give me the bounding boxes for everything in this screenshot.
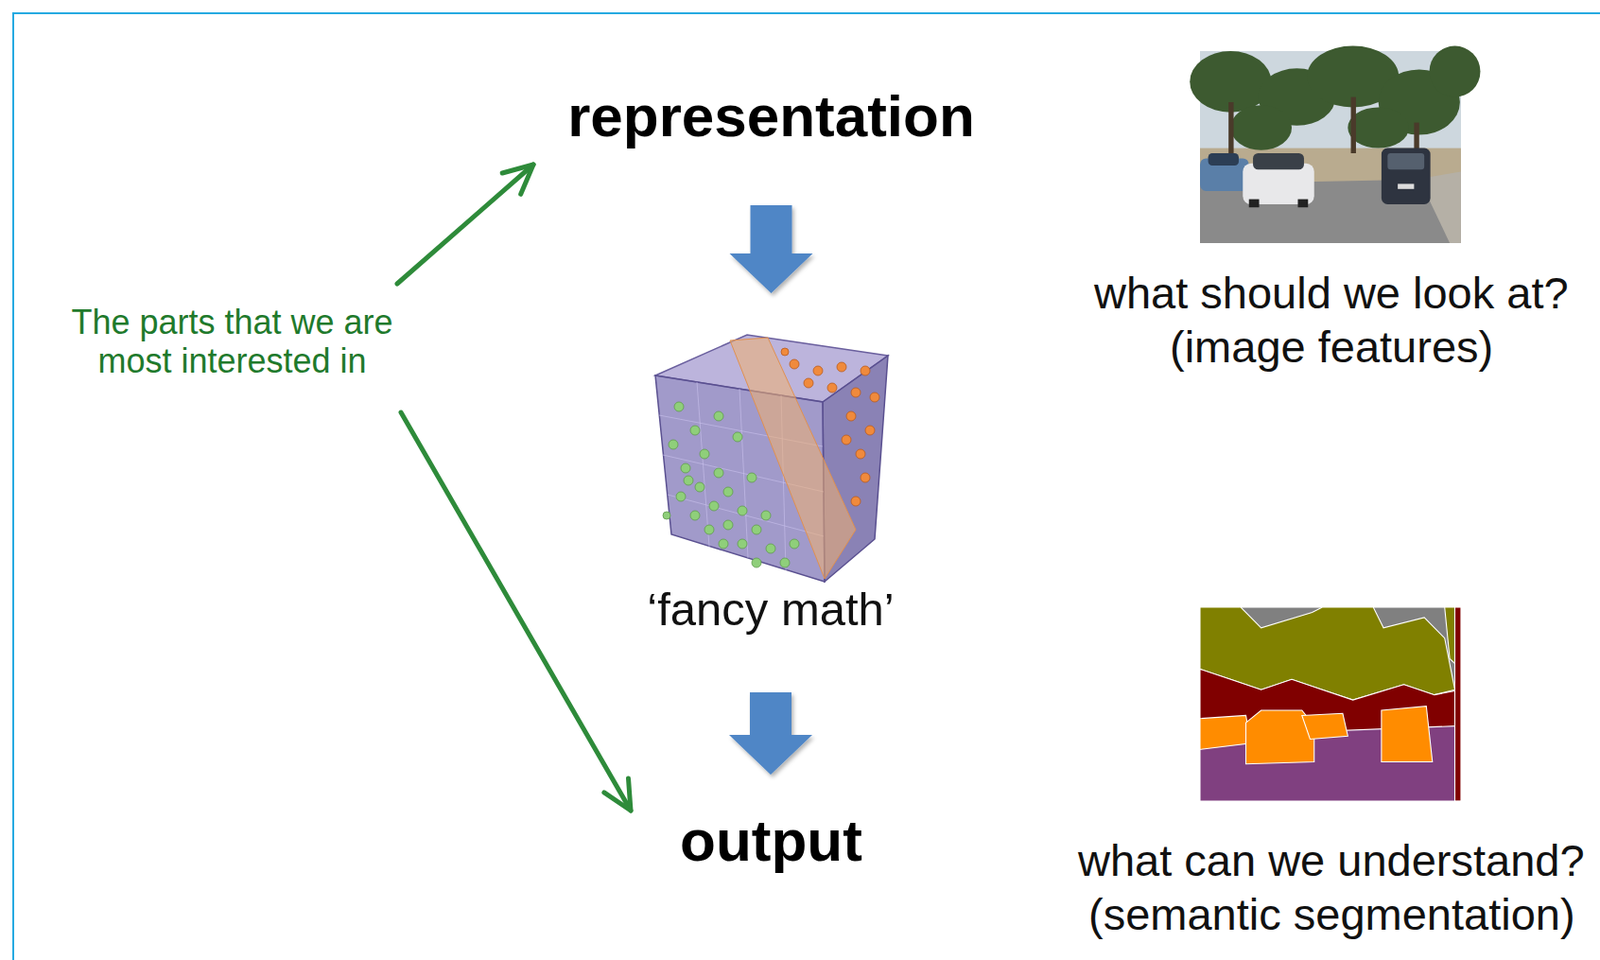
illustration-part (869, 392, 880, 402)
illustration-part (841, 434, 852, 445)
illustration-part (680, 463, 691, 473)
photo-trunks (1228, 97, 1420, 154)
illustration-part (695, 482, 705, 492)
illustration-part (1249, 199, 1260, 209)
seg-car-3 (1302, 713, 1349, 739)
photo-car-white (1242, 153, 1314, 208)
callout-note: The parts that we are most interested in (48, 302, 417, 383)
illustration-part (865, 425, 875, 435)
illustration-part (1208, 153, 1239, 166)
illustration-part (1230, 104, 1292, 151)
illustration-part (751, 557, 762, 568)
illustration-part (1351, 97, 1357, 154)
photo-car-blue (1200, 153, 1250, 192)
illustration-part (851, 496, 861, 506)
slide-frame (13, 13, 1600, 960)
illustration-part (781, 347, 789, 356)
seg-car-4 (1381, 706, 1433, 763)
class-a-points (662, 401, 800, 568)
illustration-part (1387, 153, 1425, 170)
seg-edge (1455, 607, 1461, 801)
caption-text: what should we look at? (1094, 267, 1569, 319)
illustration-part (1297, 199, 1308, 209)
illustration-part (1429, 46, 1481, 98)
feature-cube (655, 334, 888, 582)
separating-plane (730, 337, 856, 579)
illustration-part (1381, 148, 1431, 205)
photo-car-dark (1381, 148, 1431, 205)
illustration-part (668, 439, 679, 450)
block-arrow-shape (729, 692, 813, 775)
illustration-part (676, 491, 686, 502)
illustration-part (765, 543, 776, 554)
block-arrow-shape (730, 205, 814, 294)
illustration-part (789, 539, 800, 549)
callout-arrow (400, 412, 631, 811)
illustration-part (860, 365, 870, 376)
illustration-part (713, 468, 724, 478)
block-arrow (729, 692, 813, 775)
illustration-part (718, 539, 729, 549)
illustration-part (662, 511, 671, 520)
illustration-part (789, 359, 800, 369)
caption-text: (image features) (1169, 321, 1494, 373)
illustration-part (827, 382, 837, 393)
illustration-part (1347, 106, 1409, 148)
street-photo (1189, 46, 1480, 244)
illustration-part (761, 510, 771, 521)
arrow-shaft (397, 164, 534, 284)
node-text: output (678, 806, 865, 874)
illustration-part (723, 486, 733, 497)
illustration-part (860, 472, 870, 483)
illustration-part (747, 472, 757, 483)
illustration-part (704, 524, 714, 535)
arrow-head (604, 778, 631, 811)
caption-text: what can we understand? (1078, 834, 1585, 887)
illustration-part (683, 475, 694, 486)
illustration-part (732, 432, 743, 442)
illustration-part (851, 387, 861, 398)
arrow-head (502, 164, 534, 194)
illustration-part (780, 557, 790, 568)
caption-text: (semantic segmentation) (1088, 888, 1576, 940)
illustration-part (1228, 102, 1234, 154)
illustration-part (813, 365, 823, 376)
illustration-part (855, 449, 866, 459)
seg-car-1 (1200, 714, 1252, 749)
stage-title: representation (565, 82, 977, 153)
block-arrow (730, 205, 814, 294)
seg-sky (1200, 607, 1461, 801)
node-text: representation (565, 82, 977, 150)
illustration-part (1397, 183, 1414, 189)
method-box: ‘fancy math’ (635, 330, 906, 636)
illustration-part (846, 411, 856, 421)
illustration-part (836, 362, 847, 372)
illustration-part (737, 505, 748, 516)
illustration-part (1252, 153, 1305, 170)
callout-arrow (397, 164, 534, 284)
node-text: ‘fancy math’ (646, 582, 894, 636)
illustration-part (699, 449, 710, 459)
node-text: The parts that we are most interested in (48, 302, 417, 382)
illustration-part (723, 520, 733, 530)
class-b-points (781, 347, 880, 506)
illustration-part (674, 401, 684, 412)
illustration-part (713, 411, 724, 421)
illustration-part (709, 501, 719, 511)
stage-title: output (678, 806, 865, 877)
illustration-part (751, 524, 762, 535)
illustration-part (803, 378, 814, 388)
illustration-part (737, 539, 748, 549)
illustration-part (690, 425, 700, 435)
segmentation-map (1200, 607, 1461, 801)
illustration-part (690, 510, 700, 521)
arrow-shaft (400, 412, 631, 811)
